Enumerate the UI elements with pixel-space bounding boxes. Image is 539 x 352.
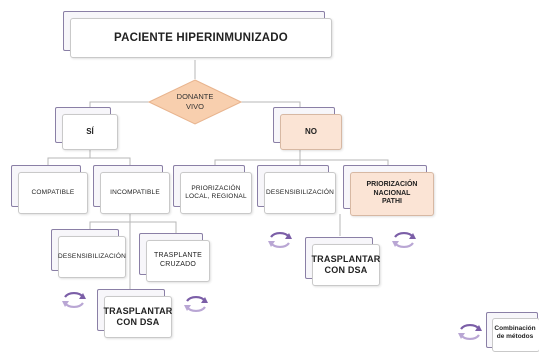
branch-yes-label: SÍ (86, 127, 94, 136)
incompatible-node: INCOMPATIBLE (93, 165, 170, 214)
outcome-right-box: TRASPLANTAR CON DSA (311, 244, 381, 286)
local-priority-node: PRIORIZACIÓN LOCAL, REGIONAL (173, 165, 252, 214)
compatible-box: COMPATIBLE (18, 172, 88, 214)
desensitization-right-label: DESENSIBILIZACIÓN (265, 188, 335, 196)
desensitization-right-node: DESENSIBILIZACIÓN (257, 165, 336, 214)
local-priority-label: PRIORIZACIÓN LOCAL, REGIONAL (185, 184, 247, 200)
desensitization-right-box: DESENSIBILIZACIÓN (264, 172, 336, 214)
outcome-left-label: TRASPLANTAR CON DSA (103, 305, 173, 327)
legend-box (492, 318, 539, 352)
legend-label: Combinación de métodos (494, 324, 536, 340)
decision-label: DONANTE VIVO (176, 92, 214, 111)
outcome-left-node: TRASPLANTAR CON DSA (97, 289, 173, 338)
branch-yes-box: SÍ (62, 114, 118, 150)
branch-no-box: NO (280, 114, 342, 150)
compatible-node: COMPATIBLE (11, 165, 88, 214)
local-priority-box: PRIORIZACIÓN LOCAL, REGIONAL (180, 172, 252, 214)
desensitization-left-box: DESENSIBILIZACIÓN (58, 236, 126, 278)
national-priority-label: PRIORIZACIÓN NACIONAL PATHI (366, 180, 418, 206)
root-label: PACIENTE HIPERINMUNIZADO (114, 31, 288, 44)
national-priority-box: PRIORIZACIÓN NACIONAL PATHI (350, 172, 434, 216)
root-node: PACIENTE HIPERINMUNIZADO (63, 11, 332, 58)
crossover-node: TRASPLANTE CRUZADO (139, 233, 210, 282)
outcome-right-node: TRASPLANTAR CON DSA (305, 237, 381, 286)
outcome-left-box: TRASPLANTAR CON DSA (103, 296, 173, 338)
desensitization-left-label: DESENSIBILIZACIÓN (57, 252, 127, 260)
incompatible-label: INCOMPATIBLE (110, 188, 160, 196)
branch-no-node: NO (273, 107, 342, 150)
branch-yes-node: SÍ (55, 107, 118, 150)
branch-no-label: NO (305, 127, 317, 136)
outcome-right-label: TRASPLANTAR CON DSA (311, 253, 381, 275)
compatible-label: COMPATIBLE (31, 188, 75, 196)
crossover-box: TRASPLANTE CRUZADO (146, 240, 210, 282)
decision-diamond-shape (148, 79, 242, 125)
national-priority-node: PRIORIZACIÓN NACIONAL PATHI (343, 165, 434, 216)
desensitization-left-node: DESENSIBILIZACIÓN (51, 229, 126, 278)
root-node-box: PACIENTE HIPERINMUNIZADO (70, 18, 332, 58)
crossover-label: TRASPLANTE CRUZADO (154, 252, 202, 268)
decision-node: DONANTE VIVO (148, 79, 242, 125)
incompatible-box: INCOMPATIBLE (100, 172, 170, 214)
